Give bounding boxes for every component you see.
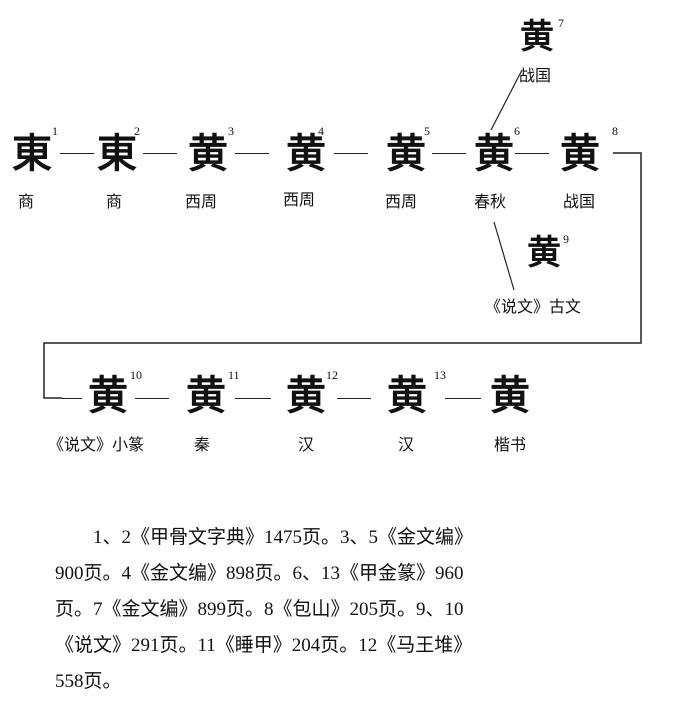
glyph-number-7: 7 [558, 16, 564, 30]
source-notes: 1、2《甲骨文字典》1475页。3、5《金文编》 900页。4《金文编》898页… [55, 520, 615, 700]
glyph-9: 黄 [527, 233, 561, 273]
glyph-number-5: 5 [424, 124, 430, 138]
notes-line-3: 页。7《金文编》899页。8《包山》205页。9、10 [55, 599, 464, 620]
notes-line-5: 558页。 [55, 671, 122, 692]
period-label-8: 战国 [563, 192, 596, 211]
glyph-number-2: 2 [134, 124, 140, 138]
period-label-3: 西周 [185, 192, 218, 211]
glyph-13: 黄 [387, 372, 427, 419]
glyph-7: 黄 [520, 17, 554, 57]
glyph-number-13: 13 [434, 368, 446, 382]
glyph-5: 黄 [386, 130, 426, 177]
glyph-number-8: 8 [612, 124, 618, 138]
period-label-11: 秦 [194, 435, 211, 454]
notes-line-2: 900页。4《金文编》898页。6、13《甲金篆》960 [55, 563, 464, 584]
connector-dash [235, 398, 271, 399]
glyph-number-6: 6 [514, 124, 520, 138]
glyph-kaishu: 黄 [490, 372, 530, 419]
period-label-10: 《说文》小篆 [48, 435, 145, 454]
glyph-4: 黄 [286, 130, 326, 177]
connector-dash [235, 153, 269, 154]
period-label-2: 商 [106, 192, 123, 211]
notes-line-1: 1、2《甲骨文字典》1475页。3、5《金文编》 [93, 527, 474, 548]
connector-dash [334, 153, 368, 154]
glyph-11: 黄 [186, 372, 226, 419]
glyph-number-3: 3 [228, 124, 234, 138]
period-label-7: 战国 [519, 66, 552, 85]
period-label-12: 汉 [298, 435, 315, 454]
glyph-number-1: 1 [52, 124, 58, 138]
connector-dash [445, 398, 481, 399]
period-label-1: 商 [18, 192, 35, 211]
branch-line-down [493, 221, 515, 291]
branch-line-up [490, 69, 523, 131]
glyph-1: 東 [12, 130, 52, 177]
connector-dash [515, 153, 549, 154]
connector-dash [143, 153, 177, 154]
period-label-13: 汉 [398, 435, 415, 454]
connector-dash [60, 153, 94, 154]
glyph-number-9: 9 [563, 232, 569, 246]
connector-dash [337, 398, 371, 399]
period-label-5: 西周 [385, 192, 418, 211]
glyph-2: 東 [97, 130, 137, 177]
glyph-3: 黄 [188, 130, 228, 177]
period-label-6: 春秋 [474, 192, 507, 211]
glyph-number-12: 12 [326, 368, 338, 382]
connector-dash [135, 398, 169, 399]
period-label-kaishu: 楷书 [494, 435, 527, 454]
glyph-6: 黄 [474, 130, 514, 177]
connector-dash [432, 153, 466, 154]
glyph-12: 黄 [286, 372, 326, 419]
glyph-8: 黄 [560, 130, 600, 177]
period-label-9: 《说文》古文 [485, 297, 582, 316]
wrap-bracket-line [43, 152, 642, 399]
connector-dash [62, 398, 82, 399]
glyph-number-11: 11 [228, 368, 240, 382]
glyph-number-10: 10 [130, 368, 142, 382]
glyph-number-4: 4 [318, 124, 324, 138]
glyph-10: 黄 [88, 372, 128, 419]
notes-line-4: 《说文》291页。11《睡甲》204页。12《马王堆》 [55, 635, 473, 656]
period-label-4: 西周 [283, 190, 316, 209]
